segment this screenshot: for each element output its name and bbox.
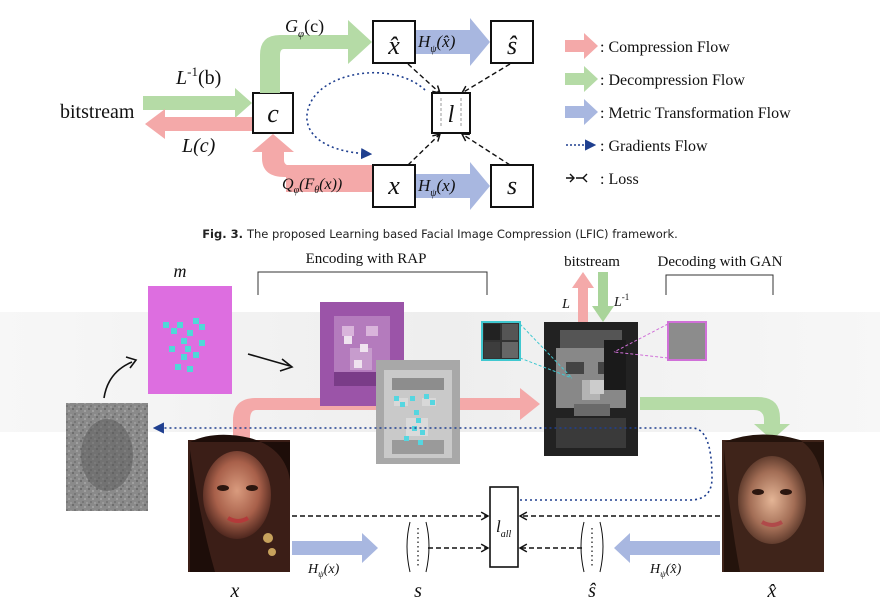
fig4-encoding-bracket (257, 271, 488, 295)
fig4-noise-to-mask-arrowhead (125, 356, 138, 369)
fig4-h-right-label: Hψ(x̂) (649, 562, 682, 579)
fig3-h-label-bottom: Hψ(x) (417, 176, 456, 199)
fig3-compression-band (286, 165, 374, 192)
mask-points (163, 318, 205, 372)
fig3-x-symbol: x (387, 171, 400, 200)
original-face-image (188, 434, 290, 572)
legend-decompression-label: : Decompression Flow (600, 72, 745, 89)
legend-decompression-swatch (565, 66, 598, 92)
fig3-loss-symbol: l (448, 102, 455, 128)
fig3-bitstream-label: bitstream (60, 101, 135, 123)
legend-loss: : Loss (566, 171, 639, 188)
legend-gradients-label: : Gradients Flow (600, 138, 708, 155)
fig4-xhat-symbol: x̂ (767, 580, 777, 602)
fig3-decompression-arrow (260, 20, 372, 93)
fig4-h-left-label: Hψ(x) (307, 562, 340, 579)
fig4-L-label: L (561, 297, 570, 312)
fig4-m-label: m (174, 261, 187, 281)
compressed-image (544, 322, 638, 456)
fig4-decompression-arrow (640, 397, 790, 440)
mask-image (148, 286, 232, 394)
fig4-x-symbol: x (230, 580, 240, 602)
legend-metric-swatch (565, 99, 598, 125)
fig3-shat-box (490, 20, 534, 64)
fig4-encoding-label: Encoding with RAP (306, 251, 427, 267)
fig3-gradient-curve (306, 71, 426, 160)
fig4-compression-arrow (233, 388, 540, 440)
reconstructed-face-image (722, 434, 824, 572)
legend-compression-swatch (565, 33, 598, 59)
fig4-metric-arrow-left (292, 533, 378, 563)
zoom-inset-right (613, 321, 707, 361)
fig4-shat-vector (580, 521, 604, 573)
legend-metric-label: : Metric Transformation Flow (600, 105, 791, 122)
fig3-loss-lines (407, 63, 511, 166)
fig4-L-arrow (572, 272, 594, 322)
fig4-decoding-label: Decoding with GAN (658, 254, 783, 270)
legend-decompression: : Decompression Flow (565, 66, 745, 92)
legend-compression: : Compression Flow (565, 33, 730, 59)
fig4-decoding-bracket (665, 274, 774, 295)
fig4-s-symbol: s (414, 580, 422, 602)
fig3-decode-input-arrow (143, 88, 252, 118)
legend-gradients: : Gradients Flow (566, 138, 708, 155)
fig3-legend: : Compression Flow : Decompression Flow … (565, 33, 791, 188)
fig4-bitstream-label: bitstream (564, 254, 620, 270)
fig4-Linv-label: L-1 (613, 292, 629, 310)
fig4-loss-lines (292, 511, 720, 553)
fig4-shat-symbol: ŝ (588, 580, 596, 602)
fig4-mask-to-encoding-arrowhead (279, 358, 294, 372)
zoom-inset-left (481, 321, 573, 379)
fig3-s-box (490, 164, 534, 208)
fig3-encode-output-arrow (145, 109, 252, 139)
legend-loss-arrowheads (569, 173, 588, 183)
fig3-s-symbol: s (507, 171, 517, 200)
fig3-lc-label: L(c) (181, 135, 216, 157)
gradient-image-face-shadow (81, 419, 133, 491)
fig3-xhat-symbol: x̂ (387, 31, 400, 60)
fig3-loss-box-inner-dash (440, 98, 462, 128)
fig4-noise-to-mask-arrow (103, 361, 133, 399)
fig4-metric-arrow-right (614, 533, 720, 563)
legend-metric: : Metric Transformation Flow (565, 99, 791, 125)
fig3-h-label-top: Hψ(x̂) (417, 32, 456, 55)
fig4-mask-to-encoding-arrow (247, 353, 291, 367)
fig3-metric-arrow-bottom (416, 162, 490, 210)
fig3-x-box (372, 164, 416, 208)
fig3-g-label: Gφ(c) (285, 16, 324, 40)
fig3-metric-arrow-top (416, 18, 490, 66)
fig3-shat-symbol: ŝ (507, 31, 518, 60)
fig4-lall-label: lall (496, 517, 512, 540)
rap-gray-image (376, 360, 460, 464)
fig4-s-vector (406, 521, 430, 573)
fig4-lall-box (489, 486, 519, 568)
fig3-c-symbol: c (267, 99, 279, 128)
fig4-pipeline: m Encoding with RAP bitstream Decoding w… (0, 251, 880, 602)
fig4-Linv-arrow (592, 272, 614, 322)
legend-loss-label: : Loss (600, 171, 639, 188)
fig3-framework: bitstream L-1(b) L(c) c Gφ(c) Qφ(Fθ(x)) … (60, 16, 534, 210)
fig3-xhat-box (372, 20, 416, 64)
legend-compression-label: : Compression Flow (600, 39, 730, 56)
fig3-caption: Fig. 3.The proposed Learning based Facia… (202, 227, 678, 241)
fig3-loss-box (431, 92, 471, 134)
fig3-q-label: Qφ(Fθ(x)) (282, 176, 342, 196)
fig3-lb-label: L-1(b) (175, 64, 221, 89)
fig4-gradient-flow (152, 422, 713, 501)
